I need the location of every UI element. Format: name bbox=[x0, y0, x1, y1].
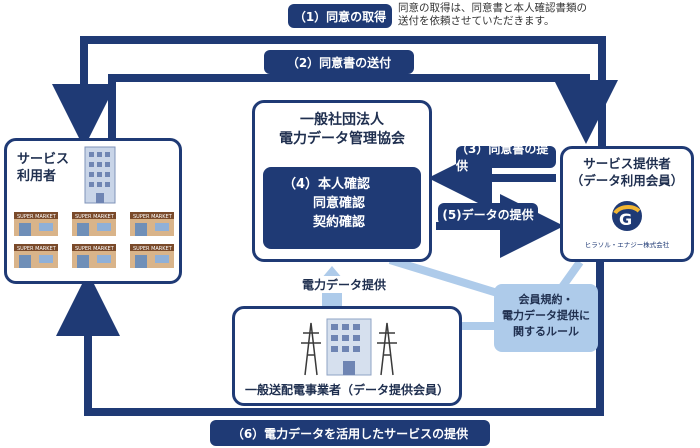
provider-title: サービス提供者 （データ利用会員） bbox=[563, 155, 691, 189]
supermarket-icon: SUPER MARKET bbox=[14, 212, 58, 236]
association-line-2: 電力データ管理協会 bbox=[279, 131, 405, 147]
step-5-label: (5)データの提供 bbox=[438, 203, 538, 225]
check-identity: （4）本人確認 bbox=[283, 177, 371, 192]
step-1-text: （1）同意の取得 bbox=[293, 9, 387, 24]
step-6-label: （6）電力データを活用したサービスの提供 bbox=[210, 420, 490, 446]
supermarket-icon: SUPER MARKET bbox=[72, 212, 116, 236]
supermarket-icon: SUPER MARKET bbox=[130, 244, 174, 268]
company-name: ヒラソル・エナジー株式会社 bbox=[584, 241, 670, 249]
note-line-1: 同意の取得は、同意書と本人確認書類の bbox=[398, 2, 587, 14]
flow-arrow-6 bbox=[56, 262, 604, 416]
rules-line-1: 会員規約・ bbox=[518, 293, 574, 306]
supermarket-icon: SUPER MARKET bbox=[130, 212, 174, 236]
rules-line-2: 電力データ提供に bbox=[502, 309, 590, 322]
consumer-line-1: サービス bbox=[17, 152, 70, 167]
step-2-text: （2）同意書の送付 bbox=[286, 55, 392, 70]
utility-label: 一般送配電事業者（データ提供会員） bbox=[244, 383, 449, 397]
service-consumer-box: サービス 利用者 SUPER MARKET SUPER MARKET SUPER… bbox=[4, 138, 182, 284]
rules-line-3: 関するルール bbox=[513, 325, 579, 338]
store-sign: SUPER MARKET bbox=[133, 246, 173, 252]
store-sign: SUPER MARKET bbox=[75, 214, 115, 220]
office-building-icon bbox=[84, 146, 116, 204]
check-contract: 契約確認 bbox=[313, 215, 366, 230]
company-logo-icon: G bbox=[612, 201, 642, 231]
provider-line-1: サービス提供者 bbox=[583, 156, 671, 171]
consumer-title: サービス 利用者 bbox=[17, 151, 69, 185]
rules-box: 会員規約・ 電力データ提供に 関するルール bbox=[494, 284, 598, 352]
power-plant-icon bbox=[301, 318, 397, 376]
consent-note: 同意の取得は、同意書と本人確認書類の 送付を依頼させていただきます。 bbox=[398, 2, 696, 28]
verification-panel: （4）本人確認 同意確認 契約確認 bbox=[263, 167, 421, 249]
store-sign: SUPER MARKET bbox=[133, 214, 173, 220]
service-provider-box: サービス提供者 （データ利用会員） G ヒラソル・エナジー株式会社 bbox=[560, 146, 694, 262]
power-data-label: 電力データ提供 bbox=[300, 276, 389, 293]
supermarket-icon: SUPER MARKET bbox=[14, 244, 58, 268]
consumer-line-2: 利用者 bbox=[17, 169, 57, 184]
step-1-label: （1）同意の取得 bbox=[288, 4, 392, 28]
step-6-text: （6）電力データを活用したサービスの提供 bbox=[231, 426, 469, 441]
association-box: 一般社団法人 電力データ管理協会 （4）本人確認 同意確認 契約確認 bbox=[252, 100, 432, 262]
step-2-label: （2）同意書の送付 bbox=[264, 50, 414, 74]
check-consent: 同意確認 bbox=[313, 196, 366, 211]
store-sign: SUPER MARKET bbox=[75, 246, 115, 252]
association-title: 一般社団法人 電力データ管理協会 bbox=[255, 111, 429, 149]
svg-text:G: G bbox=[619, 210, 632, 229]
step-3-label: （3）同意書の提供 bbox=[456, 142, 556, 173]
association-line-1: 一般社団法人 bbox=[300, 112, 384, 128]
step-3-text: （3）同意書の提供 bbox=[456, 142, 549, 173]
store-sign: SUPER MARKET bbox=[17, 214, 57, 220]
provider-line-2: （データ利用会員） bbox=[570, 173, 684, 188]
note-line-2: 送付を依頼させていただきます。 bbox=[398, 15, 555, 27]
store-sign: SUPER MARKET bbox=[17, 246, 57, 252]
supermarket-icon: SUPER MARKET bbox=[72, 244, 116, 268]
utility-box: 一般送配電事業者（データ提供会員） bbox=[232, 306, 462, 406]
flow-arrow-2 bbox=[108, 74, 618, 144]
step-5-text: (5)データの提供 bbox=[442, 207, 534, 222]
